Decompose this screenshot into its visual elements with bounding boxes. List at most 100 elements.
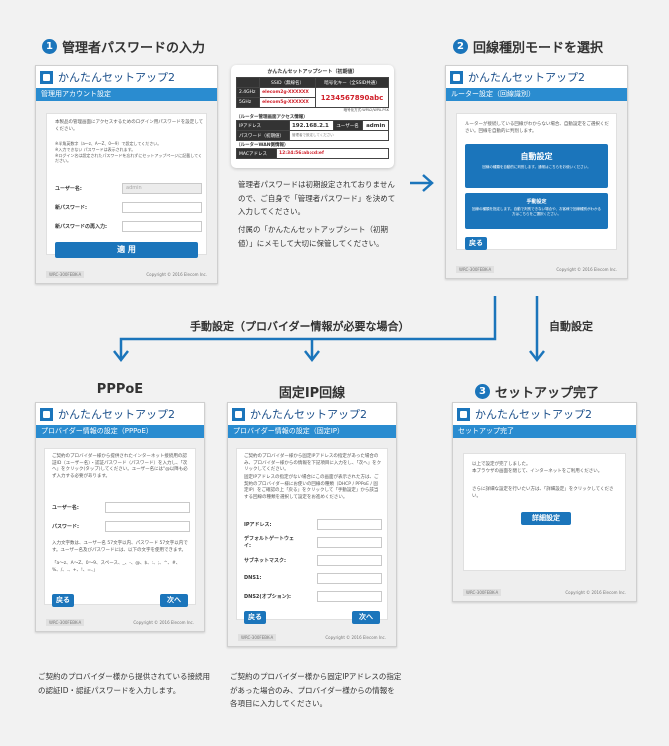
- app-logo-icon: [232, 407, 245, 421]
- gateway-label: デフォルトゲートウェイ:: [244, 536, 295, 549]
- arrow-right-icon: [410, 174, 434, 192]
- char-note: 入力文字数は、ユーザー名 57文字以内、パスワード 57文字以内です。ユーザー名…: [52, 541, 188, 553]
- pass-label: パスワード（初期値）: [236, 130, 290, 141]
- subnet-mask-label: サブネットマスク:: [244, 558, 287, 564]
- complete-line-3: さらに詳細な設定を行いたい方は、「詳細設定」をクリックしてください。: [472, 487, 614, 499]
- user-value: admin: [362, 120, 389, 131]
- dns2-field[interactable]: [317, 591, 382, 602]
- window-header: かんたんセットアップ2: [36, 66, 217, 88]
- note: ※ログイン名は設定されたパスワードを忘れずにセットアップページに記載してください…: [55, 152, 203, 164]
- window-footer: WRC-300FEBK-A Copyright © 2016 Elecom In…: [446, 260, 627, 278]
- confirm-password-field[interactable]: [122, 221, 202, 232]
- next-button[interactable]: 次へ: [352, 611, 380, 624]
- branch-labels: 手動設定（プロバイダー情報が必要な場合） 自動設定: [0, 318, 669, 334]
- copyright: Copyright © 2016 Elecom Inc.: [325, 635, 386, 640]
- admin-password-window: かんたんセットアップ2 管理用アカウント設定 本製品の管理画面にアクセスするため…: [35, 65, 218, 284]
- ip-address-label: IPアドレス:: [244, 522, 272, 528]
- pppoe-title: PPPoE: [96, 382, 144, 397]
- intro-text: ルーターが接続している回線がわからない場合、自動設定をご選択ください。回線を自動…: [465, 122, 609, 134]
- detail-settings-button[interactable]: 詳細設定: [521, 512, 571, 525]
- window-title-bar: セットアップ完了: [453, 425, 636, 438]
- pppoe-window: かんたんセットアップ2 プロバイダー情報の設定（PPPoE） ご契約のプロバイダ…: [35, 402, 205, 632]
- content-panel: ご契約のプロバイダー様から提供されたインターネット接続用の認証ID（ユーザー名）…: [44, 448, 196, 607]
- setup-sheet: かんたんセットアップシート（初期値） SSID（無線名） 暗号化キー（全SSID…: [231, 65, 394, 168]
- window-title-bar: プロバイダー情報の設定（PPPoE）: [36, 425, 204, 438]
- pppoe-arrowhead: [113, 350, 129, 363]
- window-header: かんたんセットアップ2: [446, 66, 627, 88]
- confirm-password-label: 新パスワードの再入力:: [55, 224, 108, 230]
- app-logo-icon: [457, 407, 470, 421]
- band-24: 2.4GHz: [235, 87, 261, 98]
- content-panel: 本製品の管理画面にアクセスするためのログイン用パスワードを設定してください。 ※…: [46, 113, 207, 258]
- window-body: ご契約のプロバイダー様から提供されたインターネット接続用の認証ID（ユーザー名）…: [36, 438, 204, 613]
- manual-setup-desc: 回線の種類を指定します。自動で判別できない場合や、お客様で回線種別がわかる方はこ…: [471, 207, 602, 216]
- step3-heading: 3 セットアップ完了: [475, 382, 599, 401]
- app-title: かんたんセットアップ2: [58, 408, 175, 421]
- app-logo-icon: [450, 70, 463, 84]
- ip-label: IPアドレス: [236, 120, 290, 131]
- pppoe-pass-field[interactable]: [105, 521, 190, 532]
- manual-setup-title: 手動設定: [526, 199, 547, 205]
- auto-setup-desc: 回線の種類を自動的に判別します。通常はこちらをお使いください。: [482, 165, 591, 169]
- auto-setup-label: 自動設定: [549, 320, 593, 333]
- model-badge: WRC-300FEBK-A: [463, 589, 502, 596]
- intro-text: ご契約のプロバイダー様から固定IPアドレスの指定があった場合のみ、プロバイダー様…: [244, 454, 382, 473]
- mac-label: MACアドレス: [236, 148, 277, 159]
- window-body: 以上で設定が完了しました。 本ブラウザの画面を閉じて、インターネットをご利用くだ…: [453, 438, 636, 583]
- new-password-label: 新パスワード:: [55, 205, 88, 211]
- back-button[interactable]: 戻る: [465, 237, 487, 250]
- key-header: 暗号化キー（全SSID共通）: [314, 77, 390, 88]
- pppoe-description: ご契約のプロバイダー様から提供されている接続用の認証ID・認証パスワードを入力し…: [38, 672, 210, 695]
- flow-arrows: [113, 296, 545, 363]
- auto-setup-button[interactable]: 自動設定 回線の種類を自動的に判別します。通常はこちらをお使いください。: [465, 144, 608, 188]
- username-field[interactable]: admin: [122, 183, 202, 194]
- static-ip-window: かんたんセットアップ2 プロバイダー情報の設定（固定IP） ご契約のプロバイダー…: [227, 402, 397, 647]
- manual-setup-button[interactable]: 手動設定 回線の種類を指定します。自動で判別できない場合や、お客様で回線種別がわ…: [465, 193, 608, 229]
- app-logo-icon: [40, 70, 53, 84]
- router-table: IPアドレス 192.168.2.1 ユーザー名 admin パスワード（初期値…: [236, 120, 390, 141]
- key-note: 暗号化方式:WPA2/WPA-PSK: [343, 108, 389, 112]
- copyright: Copyright © 2016 Elecom Inc.: [565, 590, 626, 595]
- mac-value: 12:34:56:ab:cd:ef: [276, 148, 389, 159]
- ip-address-field[interactable]: [317, 519, 382, 530]
- copyright: Copyright © 2016 Elecom Inc.: [556, 267, 617, 272]
- new-password-field[interactable]: [122, 202, 202, 213]
- pass-note: 管理者で設定してください: [288, 130, 390, 141]
- notes: ※半角英数字（a～z、A～Z、0～9）で設定してください。 ※入力できない パス…: [55, 141, 205, 164]
- pppoe-user-field[interactable]: [105, 502, 190, 513]
- pppoe-user-label: ユーザー名:: [52, 505, 79, 511]
- step2-number: 2: [453, 39, 468, 54]
- window-footer: WRC-300FEBK-A Copyright © 2016 Elecom In…: [36, 265, 217, 283]
- admin-password-description: 管理者パスワードは初期設定されておりませんので、ご自身で「管理者パスワード」を決…: [238, 180, 396, 216]
- auto-setup-title: 自動設定: [520, 152, 553, 161]
- copyright: Copyright © 2016 Elecom Inc.: [146, 272, 207, 277]
- window-title-bar: ルーター設定（回線識別）: [446, 88, 627, 101]
- ip-value: 192.168.2.1: [288, 120, 335, 131]
- window-footer: WRC-300FEBK-A Copyright © 2016 Elecom In…: [453, 583, 636, 601]
- gateway-field[interactable]: [317, 537, 382, 548]
- step1-title: 管理者パスワードの入力: [62, 41, 206, 56]
- note: ※入力できない パスワードは表示されます。: [55, 146, 136, 152]
- apply-button[interactable]: 適 用: [55, 242, 198, 258]
- subnet-mask-field[interactable]: [317, 555, 382, 566]
- window-body: ルーターが接続している回線がわからない場合、自動設定をご選択ください。回線を自動…: [446, 101, 627, 260]
- step1-heading: 1 管理者パスワードの入力: [42, 37, 205, 56]
- content-panel: ご契約のプロバイダー様から固定IPアドレスの指定があった場合のみ、プロバイダー様…: [236, 448, 388, 624]
- model-badge: WRC-300FEBK-A: [456, 266, 495, 273]
- copyright: Copyright © 2016 Elecom Inc.: [133, 620, 194, 625]
- ssid-5: elecom5g-XXXXXX: [259, 97, 316, 108]
- window-title-bar: 管理用アカウント設定: [36, 88, 217, 101]
- wifi-table: SSID（無線名） 暗号化キー（全SSID共通） 2.4GHz elecom2g…: [235, 77, 390, 108]
- sheet-title: かんたんセットアップシート（初期値）: [267, 69, 358, 75]
- back-button[interactable]: 戻る: [52, 594, 74, 607]
- manual-branch-line: [119, 296, 497, 358]
- step1-number: 1: [42, 39, 57, 54]
- complete-line-2: 本ブラウザの画面を閉じて、インターネットをご利用ください。: [472, 469, 603, 474]
- window-body: ご契約のプロバイダー様から固定IPアドレスの指定があった場合のみ、プロバイダー様…: [228, 438, 396, 628]
- next-button[interactable]: 次へ: [160, 594, 188, 607]
- window-header: かんたんセットアップ2: [453, 403, 636, 425]
- back-button[interactable]: 戻る: [244, 611, 266, 624]
- dns1-field[interactable]: [317, 573, 382, 584]
- user-label: ユーザー名: [333, 120, 364, 131]
- static-ip-description: ご契約のプロバイダー様から固定IPアドレスの指定があった場合のみ、プロバイダー様…: [230, 672, 402, 708]
